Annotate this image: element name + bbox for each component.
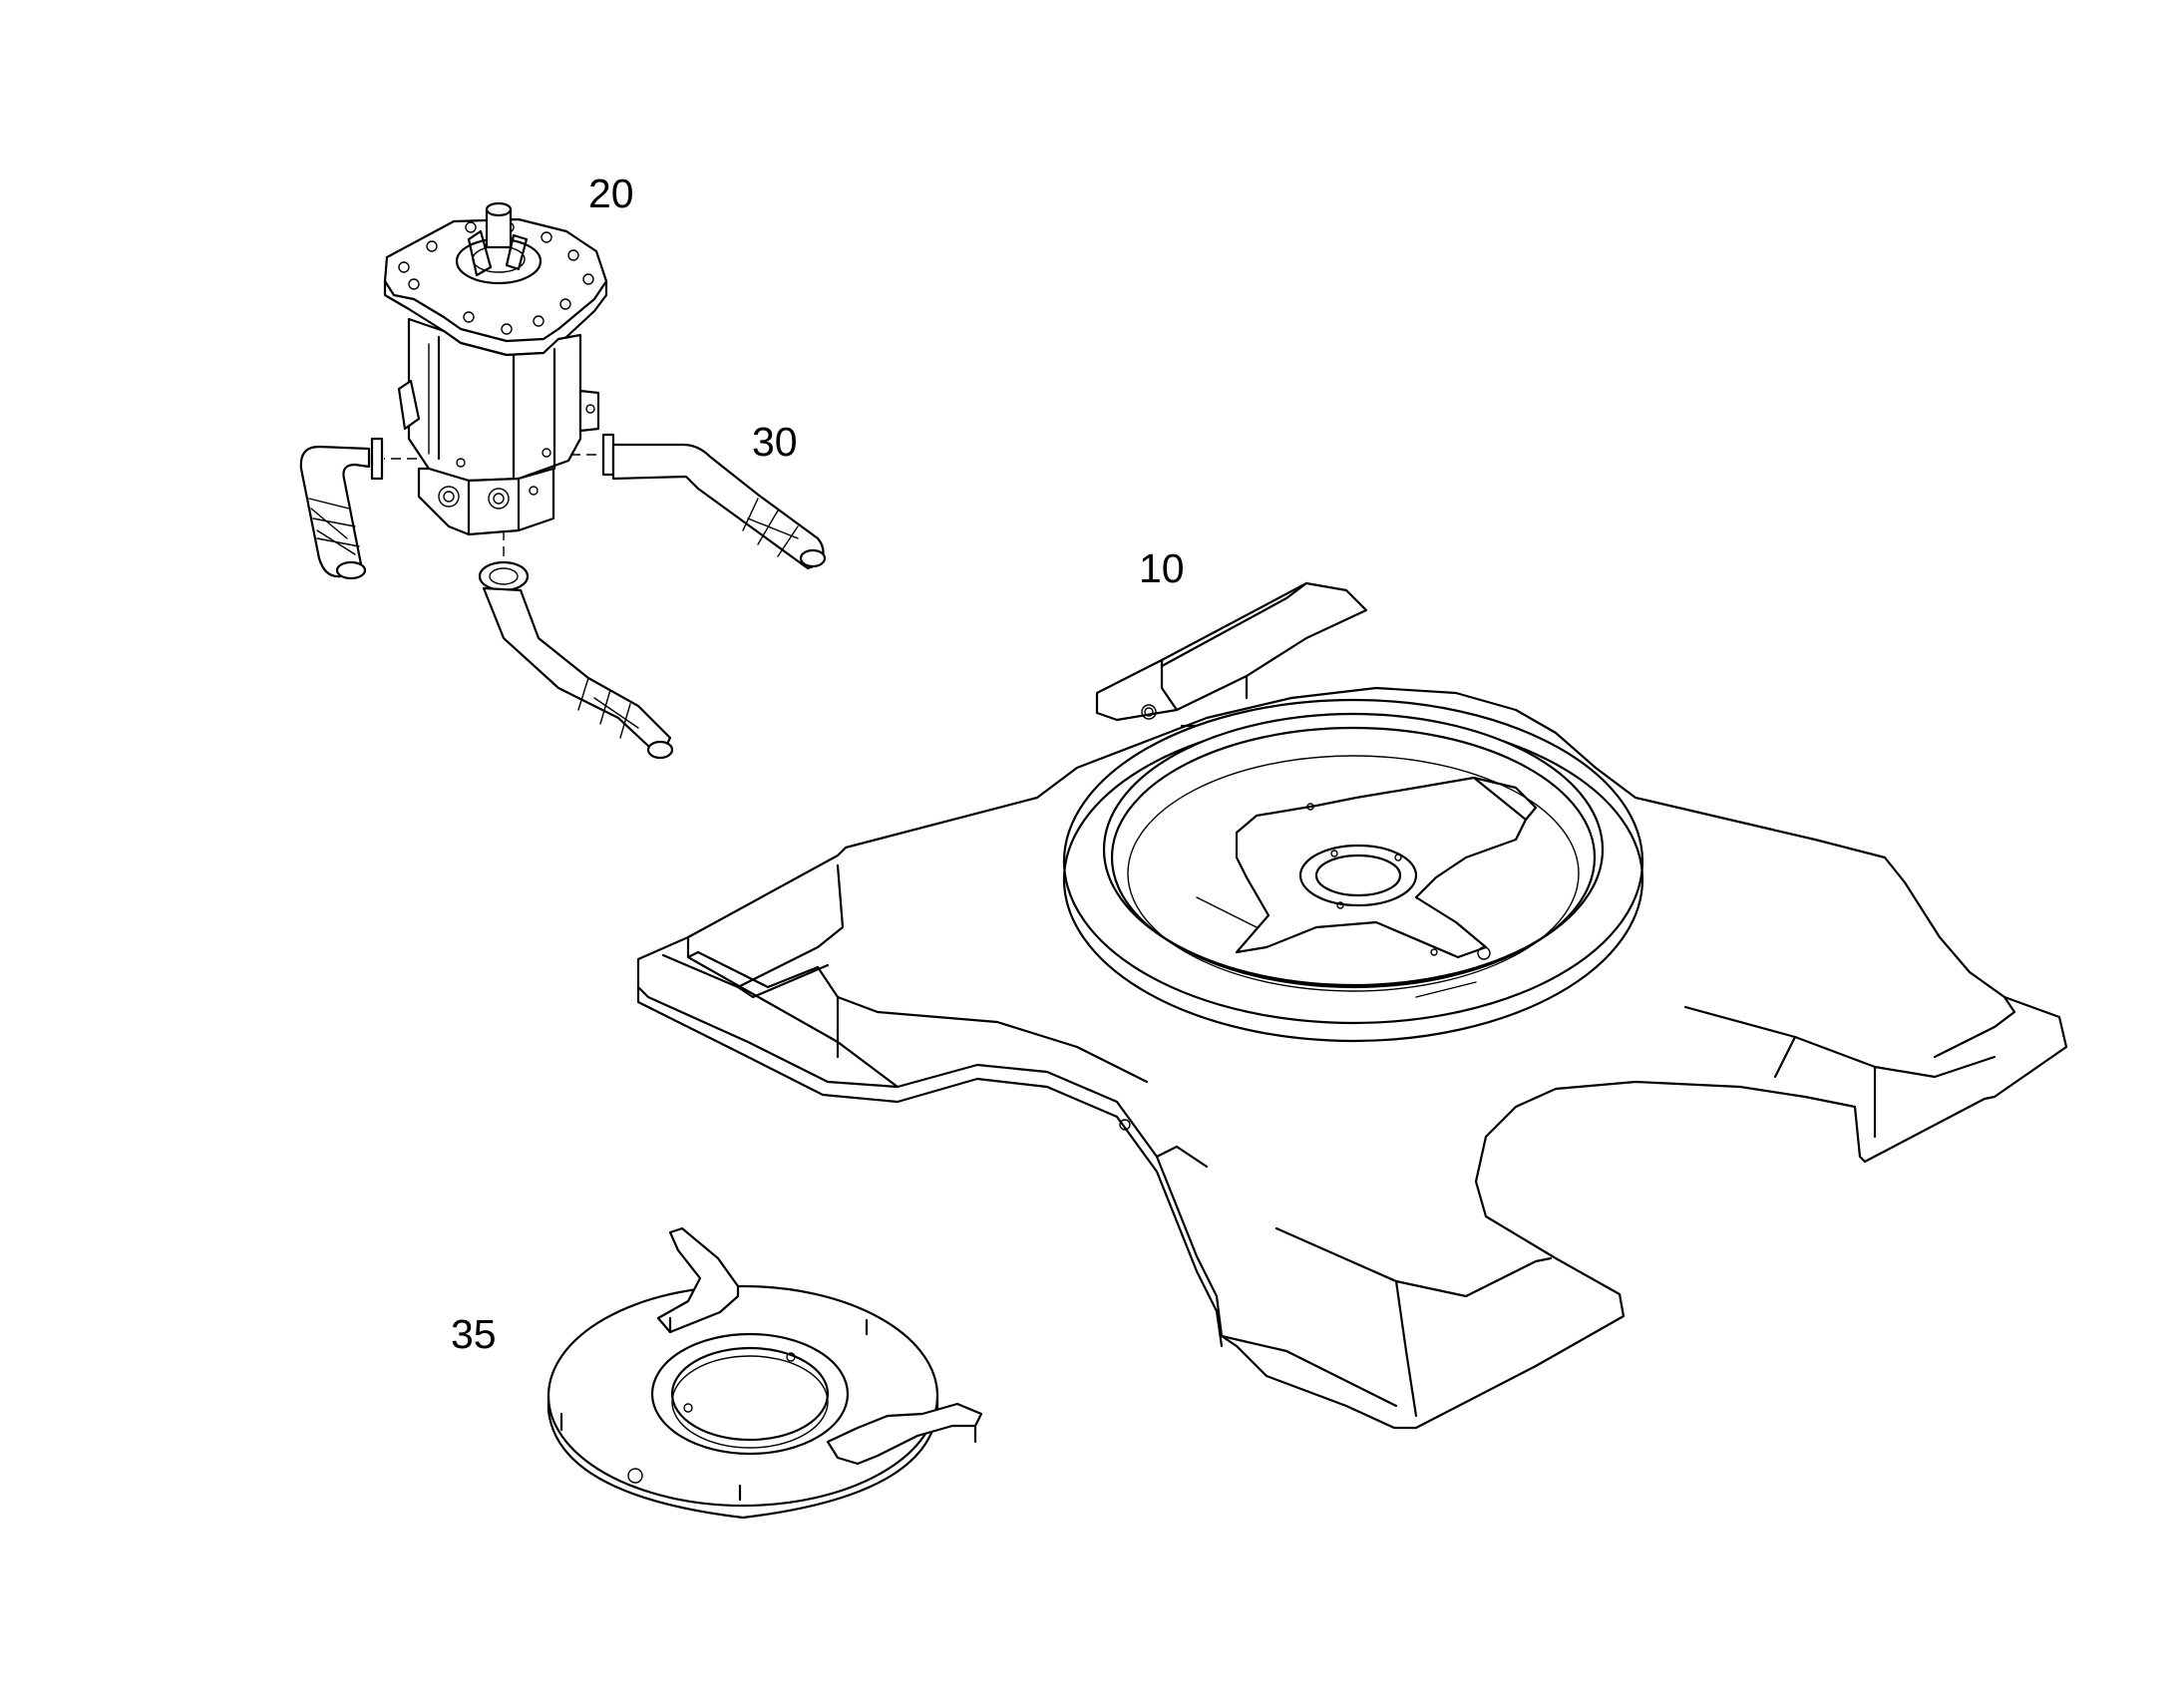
cover-plate-part-35 bbox=[546, 1226, 983, 1520]
label-part-35: 35 bbox=[451, 1311, 497, 1357]
label-part-30: 30 bbox=[752, 419, 798, 465]
motor-part-20 bbox=[299, 201, 827, 760]
base-frame-part-10 bbox=[636, 581, 2068, 1430]
label-part-10: 10 bbox=[1139, 545, 1185, 591]
label-part-20: 20 bbox=[588, 171, 634, 216]
